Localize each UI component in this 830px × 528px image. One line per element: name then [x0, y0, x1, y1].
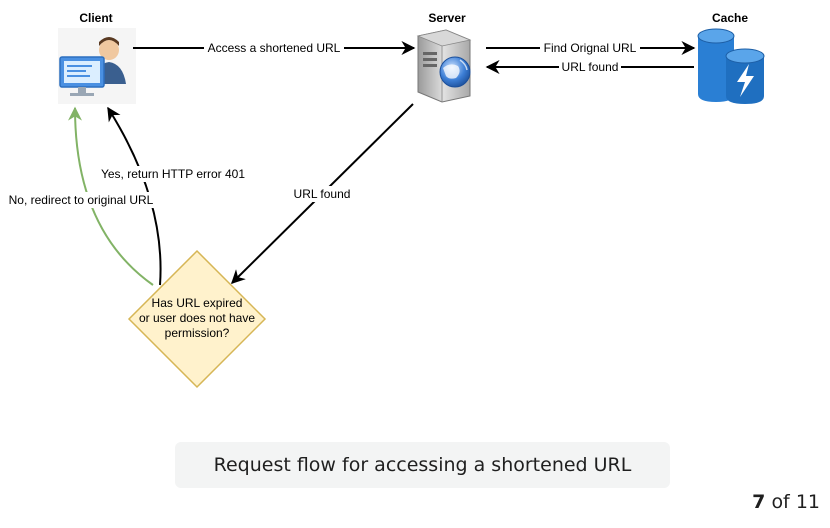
caption-box: Request flow for accessing a shortened U… — [175, 442, 670, 488]
slide-current: 7 — [752, 491, 766, 513]
client-title: Client — [79, 11, 112, 25]
edge-yes-error: Yes, return HTTP error 401 — [96, 106, 250, 286]
caption-text: Request flow for accessing a shortened U… — [213, 454, 632, 476]
edge-access: Access a shortened URL — [133, 40, 416, 56]
server-title: Server — [428, 11, 466, 25]
edge-found-cache: URL found — [485, 59, 694, 75]
decision-line-2: or user does not have — [139, 311, 255, 325]
edge-found-decision: URL found — [231, 103, 414, 284]
cache-title: Cache — [712, 11, 748, 25]
edge-label-yes-error: Yes, return HTTP error 401 — [101, 167, 245, 181]
edge-label-found-cache: URL found — [562, 60, 619, 74]
decision-line-3: permission? — [165, 326, 230, 340]
decision-line-1: Has URL expired — [152, 296, 243, 310]
edge-find: Find Orignal URL — [486, 40, 696, 56]
slide-total: 11 — [795, 491, 820, 513]
edge-label-access: Access a shortened URL — [208, 41, 341, 55]
edge-label-found-decision: URL found — [294, 187, 351, 201]
slide-counter: 7 of 11 — [752, 491, 820, 513]
edge-label-find: Find Orignal URL — [544, 41, 637, 55]
flow-diagram: Client Server Cache — [4, 11, 765, 389]
edge-label-no-redirect: No, redirect to original URL — [9, 193, 154, 207]
edge-no-redirect: No, redirect to original URL — [4, 106, 158, 286]
slide-separator: of — [771, 491, 790, 513]
decision-node: Has URL expired or user does not have pe… — [127, 249, 267, 389]
server-icon — [416, 29, 472, 103]
cache-icon — [697, 28, 765, 104]
client-icon — [58, 28, 136, 104]
